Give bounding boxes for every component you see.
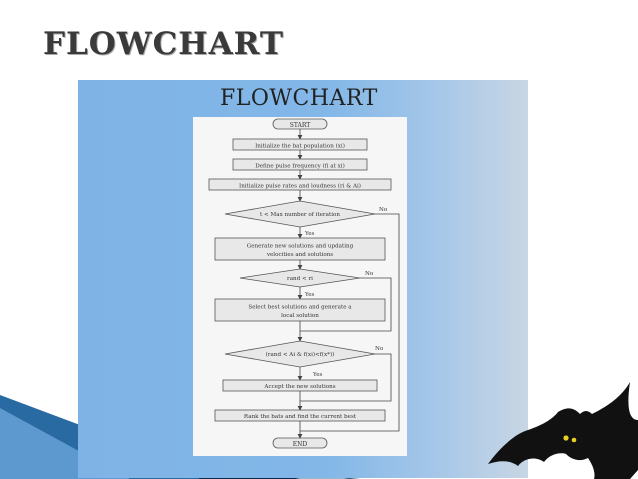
flowchart-image-title: FLOWCHART — [220, 86, 378, 111]
slide-title: FLOWCHART — [43, 26, 284, 62]
bat-icon — [488, 382, 638, 479]
yes-label-3: Yes — [312, 372, 323, 378]
start-label: START — [290, 122, 311, 129]
yes-label-2: Yes — [304, 292, 315, 298]
decision-iteration-label: t < Max number of iteration — [260, 212, 340, 218]
select-label-1: Select best solutions and generate a — [248, 305, 352, 311]
rank-label: Rank the bats and find the current best — [244, 414, 357, 420]
generate-label-1: Generate new solutions and updating — [247, 244, 354, 250]
generate-label-2: velocities and solutions — [266, 252, 333, 258]
no-label-1: No — [379, 207, 388, 213]
no-label-2: No — [365, 271, 374, 277]
select-label-2: local solution — [281, 313, 319, 319]
decision-rand-ai-label: (rand < Ai & f(xi)<f(x*)) — [266, 351, 335, 358]
end-label: END — [293, 441, 308, 448]
define-pulse-label: Define pulse frequency (fi at xi) — [255, 163, 345, 170]
flowchart-diagram: START Initialize the bat population (xi)… — [208, 118, 400, 449]
init-rates-label: Initialize pulse rates and loudness (ri … — [239, 183, 361, 190]
accept-label: Accept the new solutions — [263, 384, 335, 390]
init-population-label: Initialize the bat population (xi) — [255, 143, 345, 150]
yes-label-1: Yes — [304, 231, 315, 237]
no-label-3: No — [375, 346, 384, 352]
decision-rand-ri-label: rand < ri — [287, 276, 313, 282]
